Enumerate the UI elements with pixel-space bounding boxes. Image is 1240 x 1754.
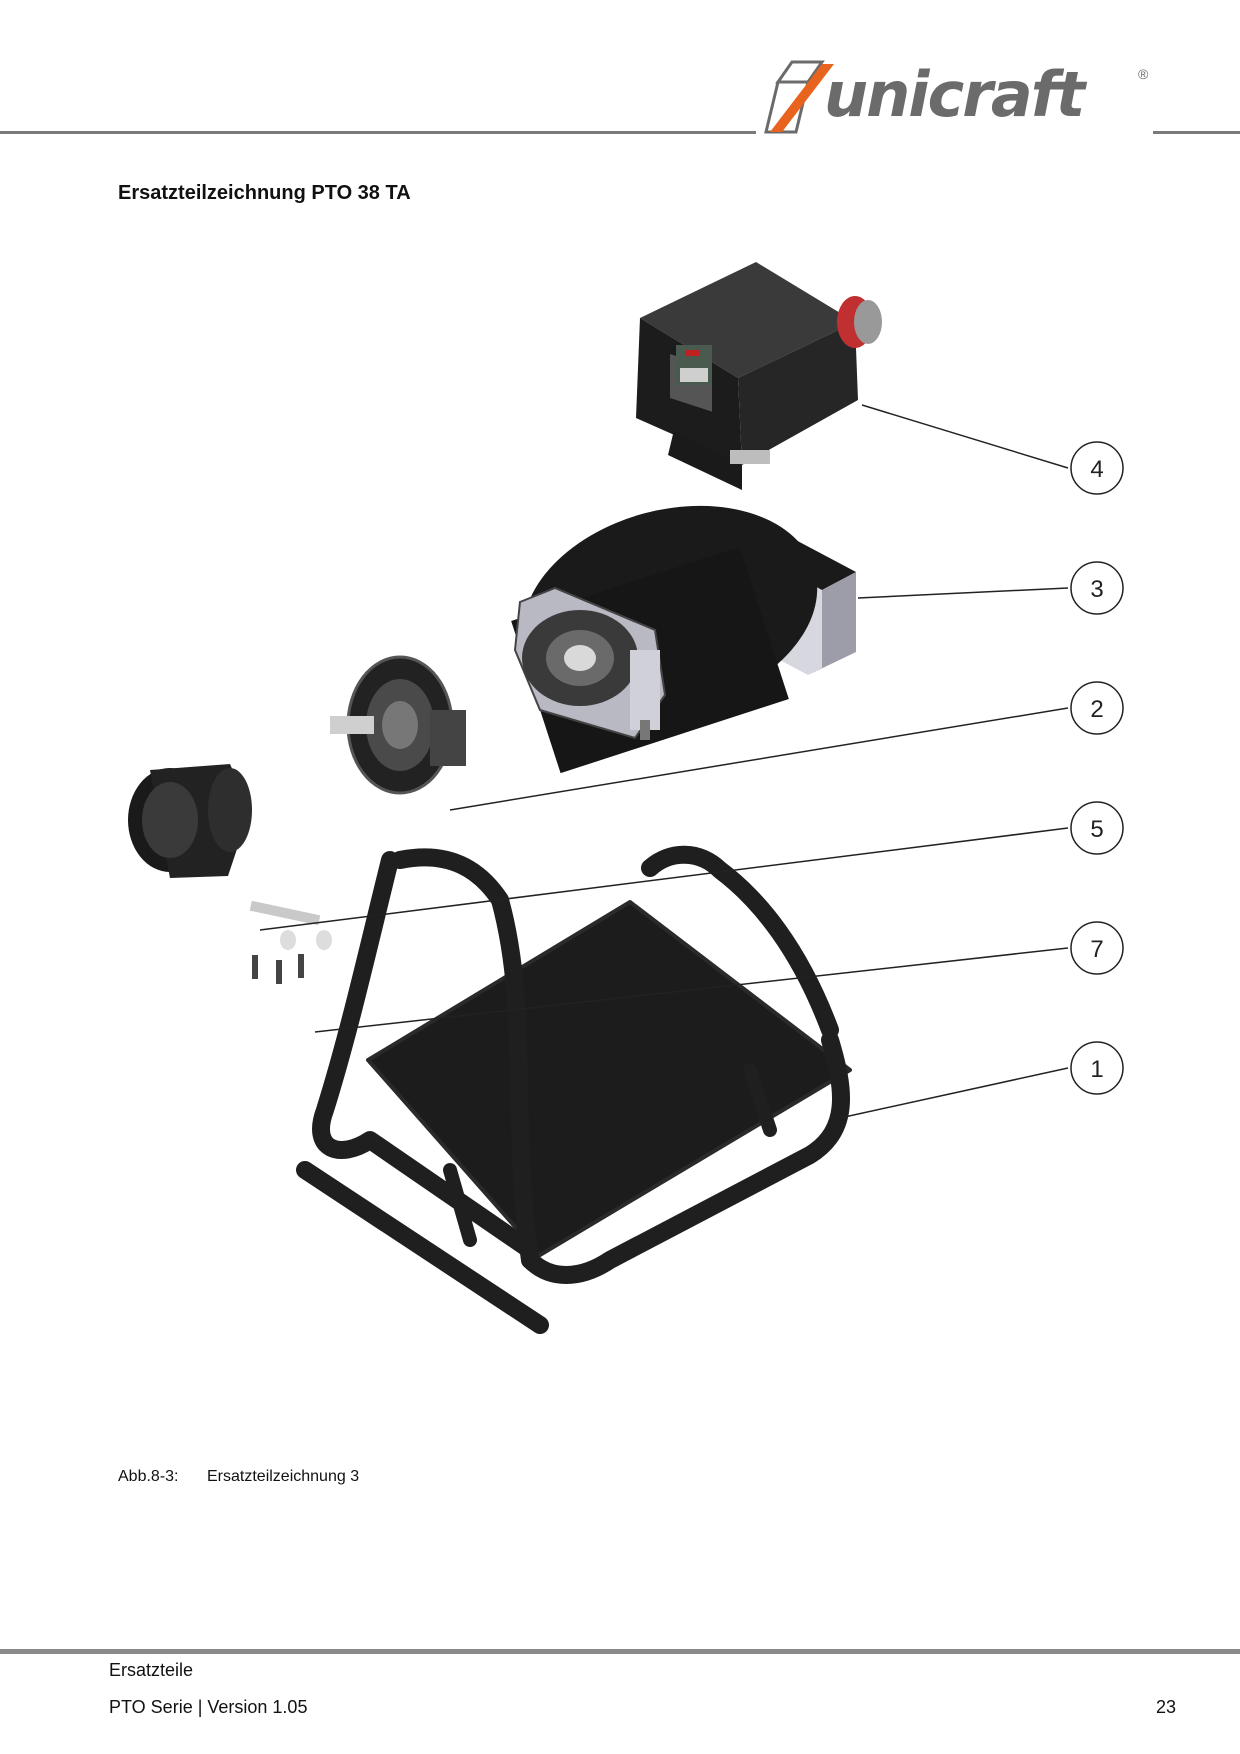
leader-lines bbox=[259, 404, 1069, 1119]
control-box-part bbox=[636, 262, 882, 490]
callout-7: 7 bbox=[1070, 921, 1124, 975]
registered-mark: ® bbox=[1138, 66, 1149, 82]
page-number: 23 bbox=[1155, 1697, 1176, 1717]
callout-4-label: 4 bbox=[1090, 456, 1103, 483]
callout-3: 3 bbox=[1070, 561, 1124, 615]
callout-7-label: 7 bbox=[1090, 936, 1103, 963]
unicraft-logo: unicraft ® bbox=[762, 56, 1152, 134]
figure-text: Ersatzteilzeichnung 3 bbox=[207, 1468, 360, 1485]
callout-5-label: 5 bbox=[1090, 816, 1103, 843]
figure-caption: Abb.8-3: Ersatzteilzeichnung 3 bbox=[118, 1468, 359, 1486]
figure-number: Abb.8-3: bbox=[118, 1468, 179, 1485]
callout-1: 1 bbox=[1070, 1041, 1124, 1095]
callout-4: 4 bbox=[1070, 441, 1124, 495]
callout-3-label: 3 bbox=[1090, 576, 1103, 603]
page-title: Ersatzteilzeichnung PTO 38 TA bbox=[118, 182, 411, 204]
header-rule-right bbox=[1153, 131, 1240, 134]
end-shield-part bbox=[513, 586, 667, 740]
callout-5: 5 bbox=[1070, 801, 1124, 855]
footer-section: Ersatzteile bbox=[109, 1660, 194, 1680]
pins-part bbox=[249, 900, 332, 984]
callout-2: 2 bbox=[1070, 681, 1124, 735]
footer-series-version: PTO Serie | Version 1.05 bbox=[109, 1697, 308, 1717]
frame-part bbox=[296, 845, 852, 1334]
exploded-parts-drawing: 4 3 2 5 7 1 bbox=[128, 262, 1124, 1334]
callout-1-label: 1 bbox=[1090, 1056, 1103, 1083]
footer-rule bbox=[0, 1649, 1240, 1654]
logo-text: unicraft bbox=[824, 58, 1085, 131]
coupling-disk-part bbox=[330, 655, 466, 795]
logo-mark-icon bbox=[764, 60, 834, 134]
header-rule bbox=[0, 131, 756, 134]
callout-2-label: 2 bbox=[1090, 696, 1103, 723]
rubber-bell-part bbox=[128, 764, 252, 878]
